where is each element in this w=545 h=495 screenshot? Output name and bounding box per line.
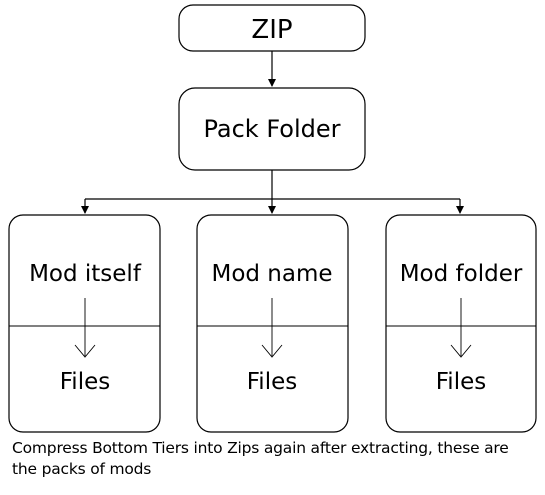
column-3-bottom-label: Files [436,369,486,395]
column-1-box [8,214,161,433]
column-2-box [196,214,349,433]
pack-folder-label: Pack Folder [204,115,341,143]
column-1-top-label: Mod itself [29,261,142,287]
column-3-top-label: Mod folder [400,261,523,287]
column-2-top-label: Mod name [211,261,332,287]
column-1-bottom-label: Files [60,369,110,395]
caption-text: Compress Bottom Tiers into Zips again af… [12,439,509,478]
column-2-bottom-label: Files [247,369,297,395]
column-3: Mod folder Files [385,214,537,433]
column-1: Mod itself Files [8,214,161,433]
column-2-arrowhead [261,344,283,358]
column-3-arrowhead [450,344,472,358]
zip-label: ZIP [251,15,292,45]
column-1-arrowhead [74,344,96,358]
column-2: Mod name Files [196,214,349,433]
